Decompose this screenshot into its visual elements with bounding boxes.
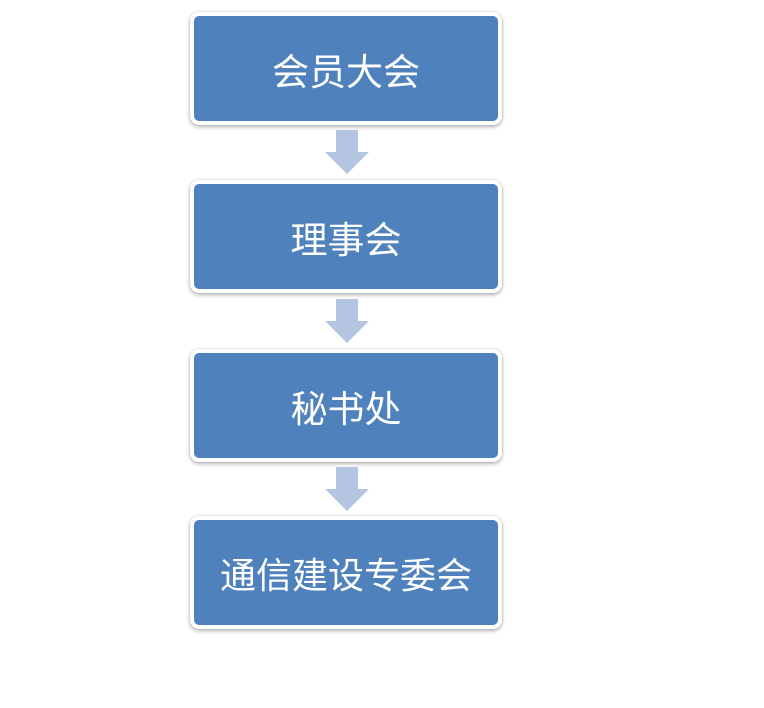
arrow-down-shape [325,130,369,174]
node-secretariat: 秘书处 [190,349,502,462]
node-communication-committee: 通信建设专委会 [190,516,502,629]
node-board-of-directors: 理事会 [190,180,502,293]
arrow-down-icon [325,467,369,511]
arrow-down-shape [325,299,369,343]
arrow-down-icon [325,299,369,343]
node-general-assembly: 会员大会 [190,12,502,125]
arrow-down-icon [325,130,369,174]
arrow-down-shape [325,467,369,511]
